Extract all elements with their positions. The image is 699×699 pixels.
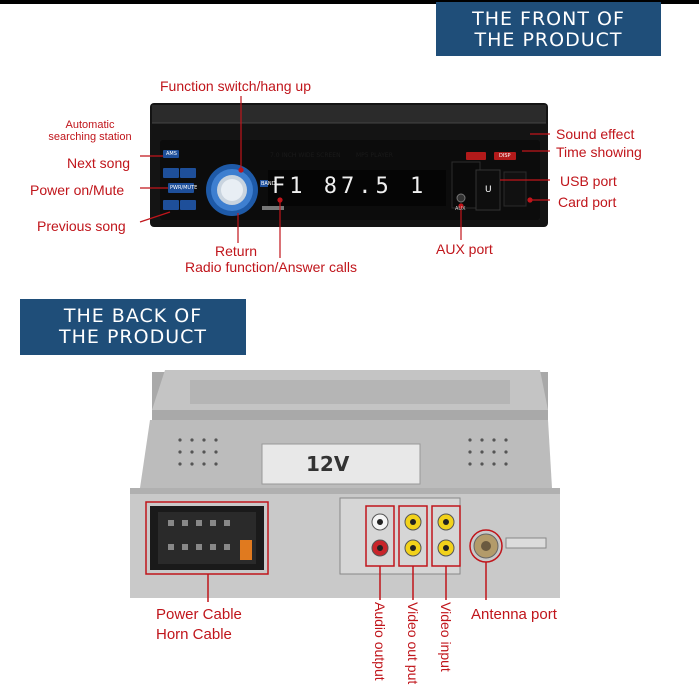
label-usb-port: USB port	[560, 173, 617, 189]
label-aux-port: AUX port	[436, 241, 493, 257]
label-antenna-port: Antenna port	[471, 606, 557, 623]
label-return: Return	[215, 243, 258, 259]
lcd-display: F1 87.5 1	[272, 174, 428, 199]
voltage-label: 12V	[306, 452, 350, 476]
label-auto-search-line2: searching station	[48, 131, 132, 143]
top-border	[0, 0, 699, 4]
front-banner-line1: THE FRONT OF	[472, 8, 625, 30]
front-leader-lines	[139, 96, 550, 258]
label-sound-effect: Sound effect	[556, 126, 635, 142]
label-card-port: Card port	[558, 194, 617, 210]
label-auto-search-line1: Automatic	[65, 119, 115, 131]
label-horn-cable: Horn Cable	[156, 626, 232, 643]
device-back	[130, 370, 560, 598]
label-previous-song: Previous song	[37, 218, 126, 234]
ams-button[interactable]: AMS	[166, 151, 177, 157]
label-function-switch: Function switch/hang up	[160, 78, 311, 94]
front-banner-line2: THE PRODUCT	[474, 29, 623, 51]
aux-jack-label: AUX	[455, 206, 466, 212]
label-audio-output: Audio output	[372, 602, 388, 681]
label-video-input: Video input	[438, 602, 454, 672]
label-power-mute: Power on/Mute	[30, 182, 125, 198]
power-mute-button[interactable]: PWR/MUTE	[170, 185, 198, 191]
screen-caption-2: MP5 PLAYER	[356, 152, 393, 159]
back-highlight-outlines	[145, 501, 503, 602]
label-video-out-put: Video out put	[405, 602, 421, 685]
screen-caption-1: 7.0 INCH WIDE SCREEN	[270, 152, 341, 159]
band-button[interactable]: BAND	[261, 181, 276, 187]
rca-jacks	[371, 513, 455, 557]
back-banner-line2: THE PRODUCT	[59, 326, 207, 348]
label-time-showing: Time showing	[556, 144, 642, 160]
label-next-song: Next song	[67, 155, 131, 171]
back-banner: THE BACK OF THE PRODUCT	[20, 299, 246, 355]
label-power-cable: Power Cable	[156, 606, 242, 623]
usb-port-label: U	[485, 185, 492, 195]
back-banner-line1: THE BACK OF	[63, 305, 203, 327]
label-radio-function: Radio function/Answer calls	[185, 259, 357, 275]
label-auto-search: Automatic searching station	[42, 119, 138, 143]
device-front	[150, 103, 548, 227]
front-banner: THE FRONT OF THE PRODUCT	[436, 2, 661, 56]
disp-button[interactable]: DISP	[499, 153, 511, 159]
